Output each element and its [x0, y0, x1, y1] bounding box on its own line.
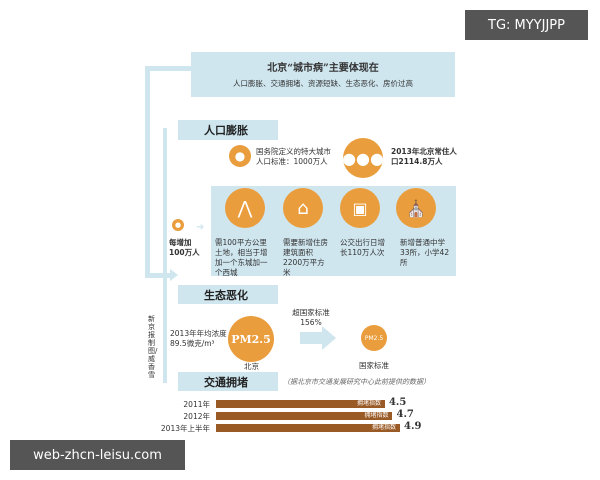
beijing-label: 北京 [244, 362, 259, 371]
compass-icon: ⋀ [225, 188, 265, 228]
bar: 拥堵指数 [216, 400, 385, 408]
population-actual: 2013年北京常住人口2114.8万人 [391, 147, 457, 166]
section-header-traffic: 交通拥堵 [178, 372, 278, 391]
pm-label: PM2.5 [231, 332, 271, 346]
people-icon: ●●● [342, 138, 384, 178]
per-increase: 每增加100万人 [169, 238, 200, 257]
title-sub: 人口膨胀、交通拥堵、资源短缺、生态恶化、房价过高 [233, 79, 413, 88]
bar-value: 4.5 [388, 397, 407, 408]
bar: 拥堵指数 [216, 424, 400, 432]
watermark-bottom-text: web-zhcn-leisu.com [33, 447, 162, 463]
bar-value: 4.9 [404, 421, 422, 432]
traffic-source: （据北京市交通发展研究中心此前提供的数据） [283, 378, 430, 386]
person-icon: ● [229, 145, 251, 167]
beijing-value: 2013年年均浓度89.5微克/m³ [170, 329, 227, 348]
connector-line [145, 66, 191, 71]
bar-label: 2012年 [183, 412, 210, 421]
bar-text: 拥堵指数 [371, 424, 396, 431]
section-header-population: 人口膨胀 [178, 120, 278, 140]
exceed-text: 超国家标准156% [292, 308, 330, 327]
bar-text: 拥堵指数 [364, 412, 389, 419]
title-box: 北京“城市病”主要体现在 人口膨胀、交通拥堵、资源短缺、生态恶化、房价过高 [191, 52, 455, 97]
population-standard: 国务院定义的特大城市人口标准：1000万人 [256, 147, 331, 166]
watermark-top: TG: MYYJJPP [465, 10, 588, 40]
pm25-national-circle: PM2.5 [361, 325, 387, 351]
impact-school: 新增普通中学33所，小学42所 [400, 238, 450, 267]
impact-land: 需100平方公里土地，相当于增加一个东城加一个西城 [215, 238, 268, 277]
person-icon: ● [172, 219, 184, 231]
connector-line [145, 66, 150, 278]
title-main: 北京“城市病”主要体现在 [267, 63, 379, 74]
bar-value: 4.7 [396, 409, 414, 420]
bar-label: 2011年 [183, 400, 210, 409]
arrow-right-icon [300, 332, 322, 344]
watermark-bottom: web-zhcn-leisu.com [10, 440, 185, 470]
bar: 拥堵指数 [216, 412, 393, 420]
arrow-head [322, 326, 336, 350]
impact-housing: 需要新增住房建筑面积2200万平方米 [283, 238, 328, 277]
section-header-ecology: 生态恶化 [178, 285, 278, 304]
pm-label: PM2.5 [364, 334, 384, 342]
arrow-right-icon: ➜ [196, 222, 205, 233]
impact-bus: 公交出行日增长110万人次 [340, 238, 385, 257]
pm25-beijing-circle: PM2.5 [228, 316, 274, 362]
connector-line [163, 128, 167, 383]
arrow-right-icon [170, 269, 178, 281]
watermark-top-text: TG: MYYJJPP [488, 17, 565, 33]
house-icon: ⌂ [283, 188, 323, 228]
bar-label: 2013年上半年 [160, 424, 210, 433]
bus-icon: ▣ [340, 188, 380, 228]
connector-line [145, 273, 171, 278]
national-label: 国家标准 [359, 361, 389, 370]
bar-text: 拥堵指数 [356, 400, 381, 407]
credit: 新京报制图/威香雪 [148, 315, 158, 379]
school-icon: ⛪ [396, 188, 436, 228]
